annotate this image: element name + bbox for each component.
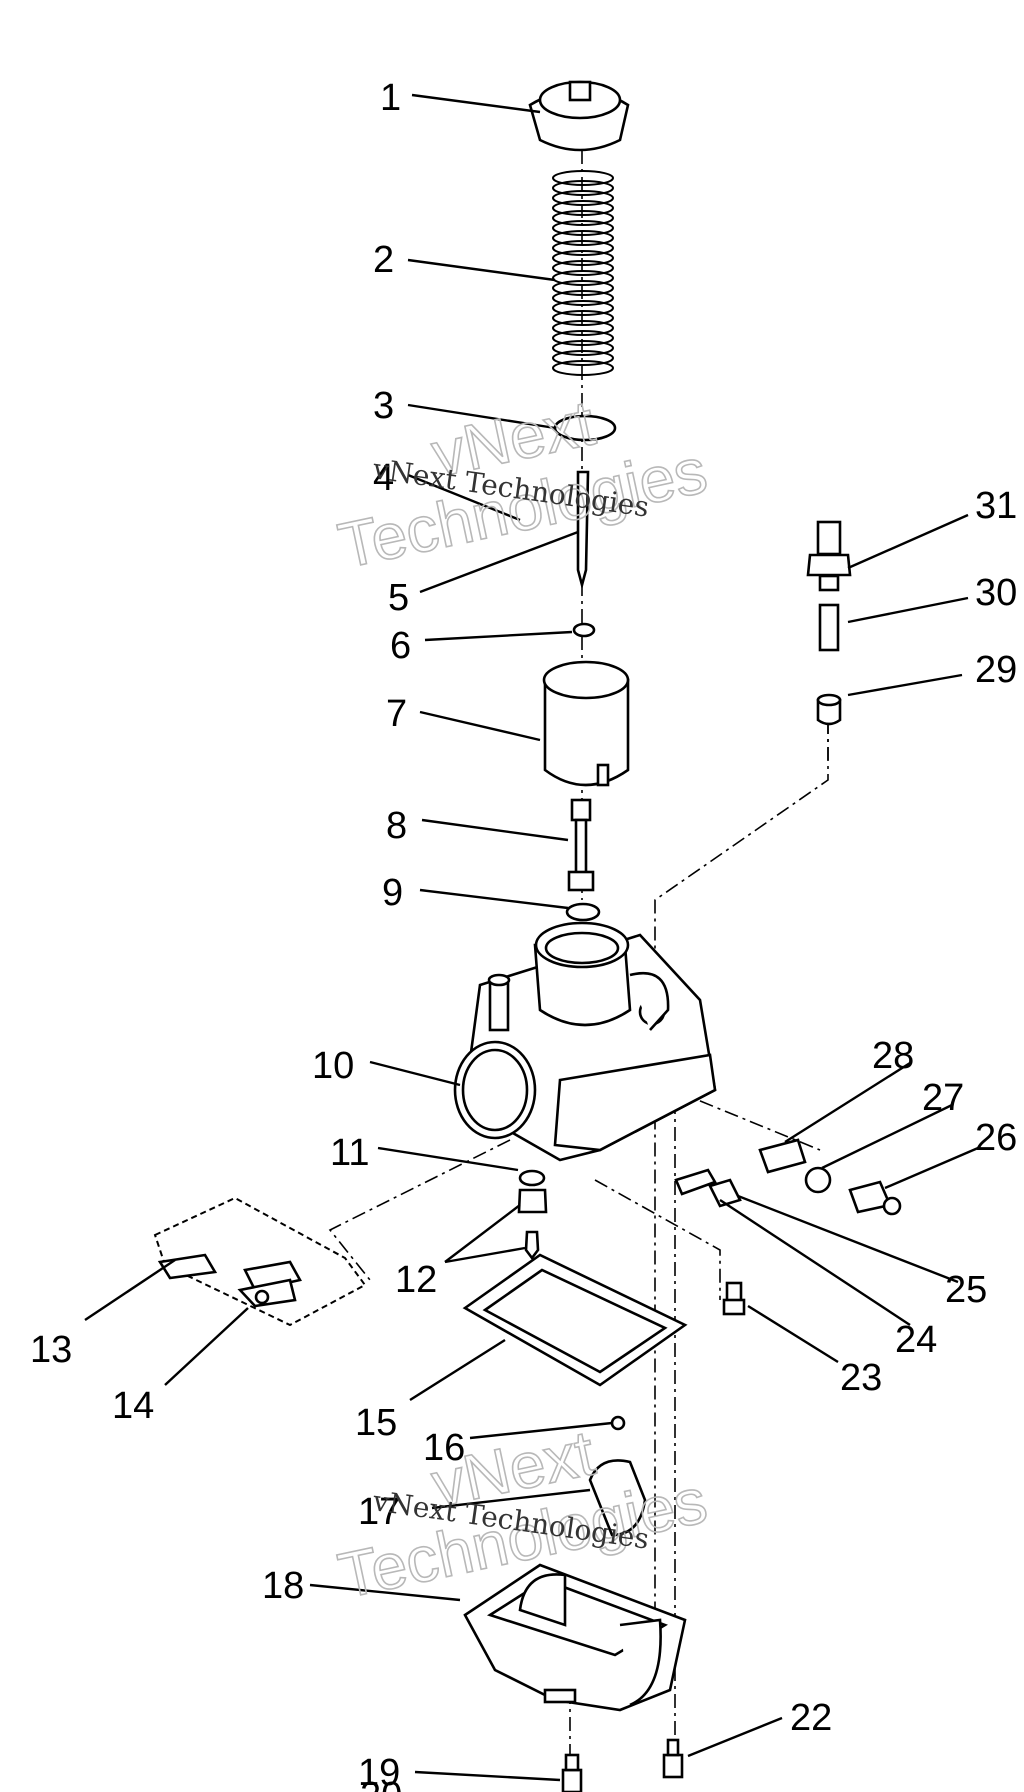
- part-bowl-screw: [662, 1738, 684, 1779]
- spring-coil: [552, 220, 614, 236]
- part-throttle-stop-screw: [758, 1138, 902, 1216]
- callout-20: 20: [360, 1775, 402, 1792]
- spring-coil: [552, 240, 614, 256]
- part-float-valve: [517, 1169, 548, 1261]
- jet-path-line: [654, 720, 829, 1700]
- spring-coil: [552, 250, 614, 266]
- callout-27: 27: [922, 1077, 964, 1119]
- spring-coil: [552, 170, 614, 186]
- callout-15: 15: [355, 1402, 397, 1444]
- spring-coil: [552, 350, 614, 366]
- callout-5: 5: [388, 577, 409, 619]
- spring-coil: [552, 270, 614, 286]
- callout-1: 1: [380, 77, 401, 119]
- callout-10: 10: [312, 1045, 354, 1087]
- callout-2: 2: [373, 239, 394, 281]
- part-idle-screw: [674, 1168, 742, 1208]
- callout-22: 22: [790, 1697, 832, 1739]
- spring-coil: [552, 300, 614, 316]
- spring-coil: [552, 260, 614, 276]
- spring-coil: [552, 190, 614, 206]
- callout-31: 31: [975, 485, 1017, 527]
- spring-coil: [552, 230, 614, 246]
- spring-coil: [552, 310, 614, 326]
- part-plug: [610, 1415, 626, 1431]
- part-needle-jet: [567, 798, 595, 892]
- callout-23: 23: [840, 1357, 882, 1399]
- spring-coil: [552, 320, 614, 336]
- part-o-ring: [565, 902, 601, 922]
- callout-numbers: 1 2 3 4 5 6 7 8 9 10 11 12 13 14 15 16 1…: [30, 77, 1017, 1792]
- part-float: [153, 1196, 367, 1327]
- callout-30: 30: [975, 572, 1017, 614]
- spring-coil: [552, 280, 614, 296]
- part-needle: [576, 470, 590, 591]
- part-float-bowl: [463, 1563, 687, 1712]
- part-drain-screw: [561, 1753, 583, 1792]
- part-main-jet: [806, 520, 852, 726]
- part-carburetor-body: [453, 921, 717, 1162]
- callout-25: 25: [945, 1269, 987, 1311]
- left-fuel-line: [328, 1139, 511, 1281]
- spring-coil: [552, 290, 614, 306]
- callout-9: 9: [382, 872, 403, 914]
- part-cap: [528, 80, 630, 152]
- callout-12: 12: [395, 1259, 437, 1301]
- callout-28: 28: [872, 1035, 914, 1077]
- callout-8: 8: [386, 805, 407, 847]
- spring-coil: [552, 210, 614, 226]
- callout-11: 11: [330, 1132, 369, 1174]
- callout-13: 13: [30, 1329, 72, 1371]
- callout-24: 24: [895, 1319, 937, 1361]
- part-clip: [572, 622, 596, 638]
- part-pilot-jet: [722, 1281, 746, 1316]
- callout-18: 18: [262, 1565, 304, 1607]
- part-gasket: [462, 1253, 688, 1387]
- drain-path-line: [594, 1179, 721, 1300]
- callout-7: 7: [386, 693, 407, 735]
- callout-6: 6: [390, 625, 411, 667]
- spring-coil: [552, 340, 614, 356]
- callout-14: 14: [112, 1385, 154, 1427]
- callout-4: 4: [373, 457, 394, 499]
- callout-19: 19: [358, 1752, 400, 1792]
- spring-coil: [552, 330, 614, 346]
- spring-coil: [552, 180, 614, 196]
- spring-coil: [552, 200, 614, 216]
- callout-26: 26: [975, 1117, 1017, 1159]
- leader-lines: [84, 93, 979, 1782]
- part-spring: [552, 170, 614, 376]
- spring-coil: [552, 360, 614, 376]
- part-float-chamber-cover: [588, 1459, 647, 1537]
- callout-16: 16: [423, 1427, 465, 1469]
- part-throttle-slide: [542, 660, 630, 787]
- callout-17: 17: [358, 1491, 400, 1533]
- callout-29: 29: [975, 649, 1017, 691]
- callout-3: 3: [373, 385, 394, 427]
